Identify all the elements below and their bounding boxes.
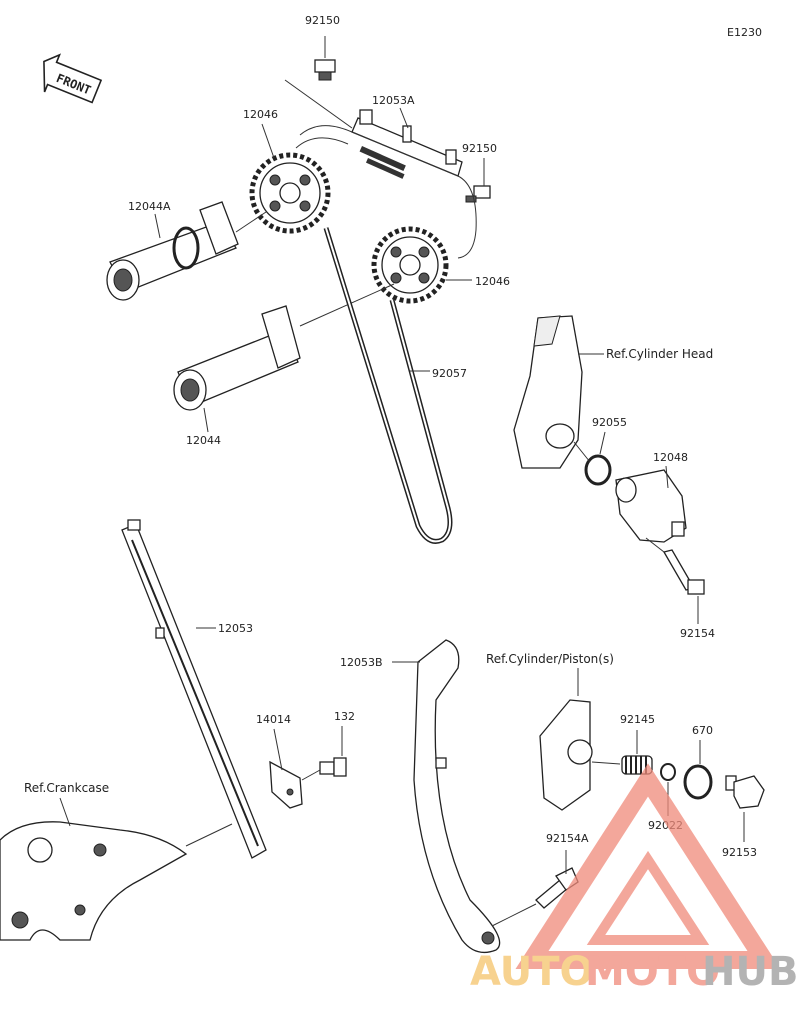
sprocket-12046-right bbox=[371, 226, 449, 304]
bolt-92150-top bbox=[314, 36, 336, 81]
o-ring-670 bbox=[683, 764, 713, 800]
label-oring-670: 670 bbox=[692, 724, 713, 737]
camshaft-12044a bbox=[106, 201, 239, 301]
label-camshaft-12044: 12044 bbox=[186, 434, 221, 447]
label-cam-chain-92057: 92057 bbox=[432, 367, 467, 380]
camshaft-12044 bbox=[173, 305, 301, 411]
front-arrow-icon: FRONT bbox=[43, 53, 103, 104]
o-ring-92055 bbox=[584, 454, 612, 486]
plate-14014 bbox=[269, 760, 303, 809]
label-crankcase-ref: Ref.Crankcase bbox=[24, 781, 109, 795]
label-cylinder-head-ref: Ref.Cylinder Head bbox=[606, 347, 713, 361]
label-plate-14014: 14014 bbox=[256, 713, 291, 726]
chain-guide-12053b bbox=[413, 639, 501, 954]
label-spring-92145: 92145 bbox=[620, 713, 655, 726]
cam-chain-92057 bbox=[323, 227, 453, 544]
label-cylinder-piston-ref: Ref.Cylinder/Piston(s) bbox=[486, 652, 614, 666]
chain-guide-12053 bbox=[121, 519, 267, 859]
chain-guide-12053a bbox=[351, 109, 463, 179]
label-guide-12053b: 12053B bbox=[340, 656, 383, 669]
watermark-auto: AUTO bbox=[470, 949, 594, 995]
watermark-hub: HUB bbox=[702, 949, 798, 995]
label-bolt-92150-top: 92150 bbox=[305, 14, 340, 27]
label-tensioner-12048: 12048 bbox=[653, 451, 688, 464]
crankcase-ref bbox=[0, 821, 188, 941]
label-plug-92153: 92153 bbox=[722, 846, 757, 859]
label-bolt-92150-right: 92150 bbox=[462, 142, 497, 155]
tensioner-12048 bbox=[615, 469, 687, 543]
label-guide-12053a: 12053A bbox=[372, 94, 415, 107]
bolt-92150-right bbox=[465, 185, 491, 203]
label-bolt-92154: 92154 bbox=[680, 627, 715, 640]
label-camshaft-12044a: 12044A bbox=[128, 200, 171, 213]
label-oring-92055: 92055 bbox=[592, 416, 627, 429]
bolt-92154 bbox=[663, 549, 705, 595]
diagram-code: E1230 bbox=[727, 26, 762, 39]
label-bolt-132: 132 bbox=[334, 710, 355, 723]
label-sprocket-12046-right: 12046 bbox=[475, 275, 510, 288]
automotohub-watermark: AUTO MOTO HUB bbox=[470, 763, 798, 995]
cylinder-piston-ref bbox=[539, 699, 593, 811]
label-guide-12053: 12053 bbox=[218, 622, 253, 635]
washer-92022 bbox=[660, 763, 676, 781]
triangle-logo-icon bbox=[515, 763, 781, 969]
plug-92153 bbox=[725, 775, 765, 809]
cylinder-head-ref bbox=[513, 315, 583, 469]
watermark-moto: MOTO bbox=[585, 949, 720, 995]
label-bolt-92154a: 92154A bbox=[546, 832, 589, 845]
label-sprocket-12046-left: 12046 bbox=[243, 108, 278, 121]
bolt-132 bbox=[319, 757, 347, 777]
sprocket-12046-left bbox=[249, 152, 331, 234]
